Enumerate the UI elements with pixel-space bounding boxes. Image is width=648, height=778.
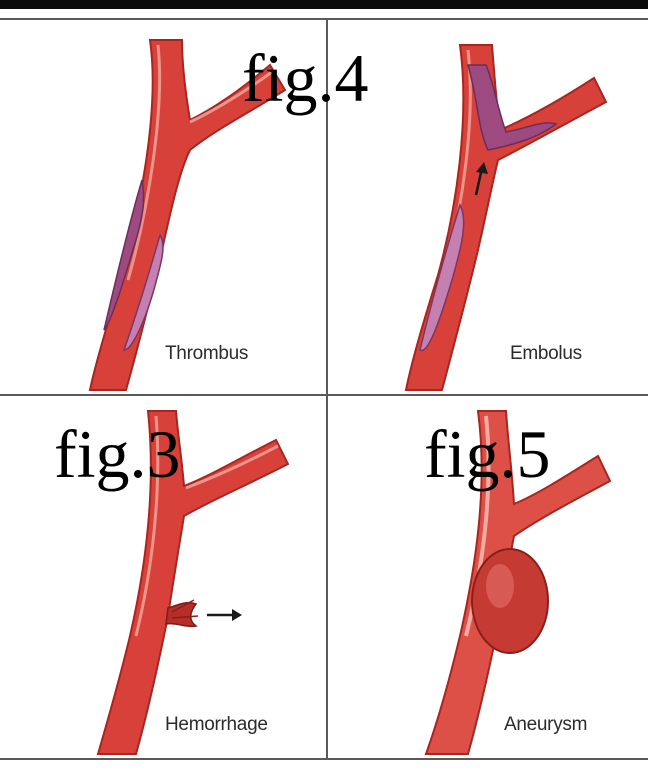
grid-line-bottom [0,758,648,760]
caption-hemorrhage: Hemorrhage [165,714,268,736]
grid-divider-vertical [326,18,328,760]
caption-thrombus: Thrombus [165,343,248,365]
fig5-label: fig.5 [424,420,551,488]
embolus-vessel-illustration [328,20,648,394]
top-rule [0,0,648,9]
hemorrhage-rupture [166,603,196,627]
grid-divider-horizontal [0,394,648,396]
caption-embolus: Embolus [510,343,582,365]
hemorrhage-arrow-head [232,609,242,621]
panel-embolus: Embolus [328,20,648,394]
fig3-label: fig.3 [54,420,181,488]
fig4-label: fig.4 [242,44,369,112]
caption-aneurysm: Aneurysm [504,714,587,736]
